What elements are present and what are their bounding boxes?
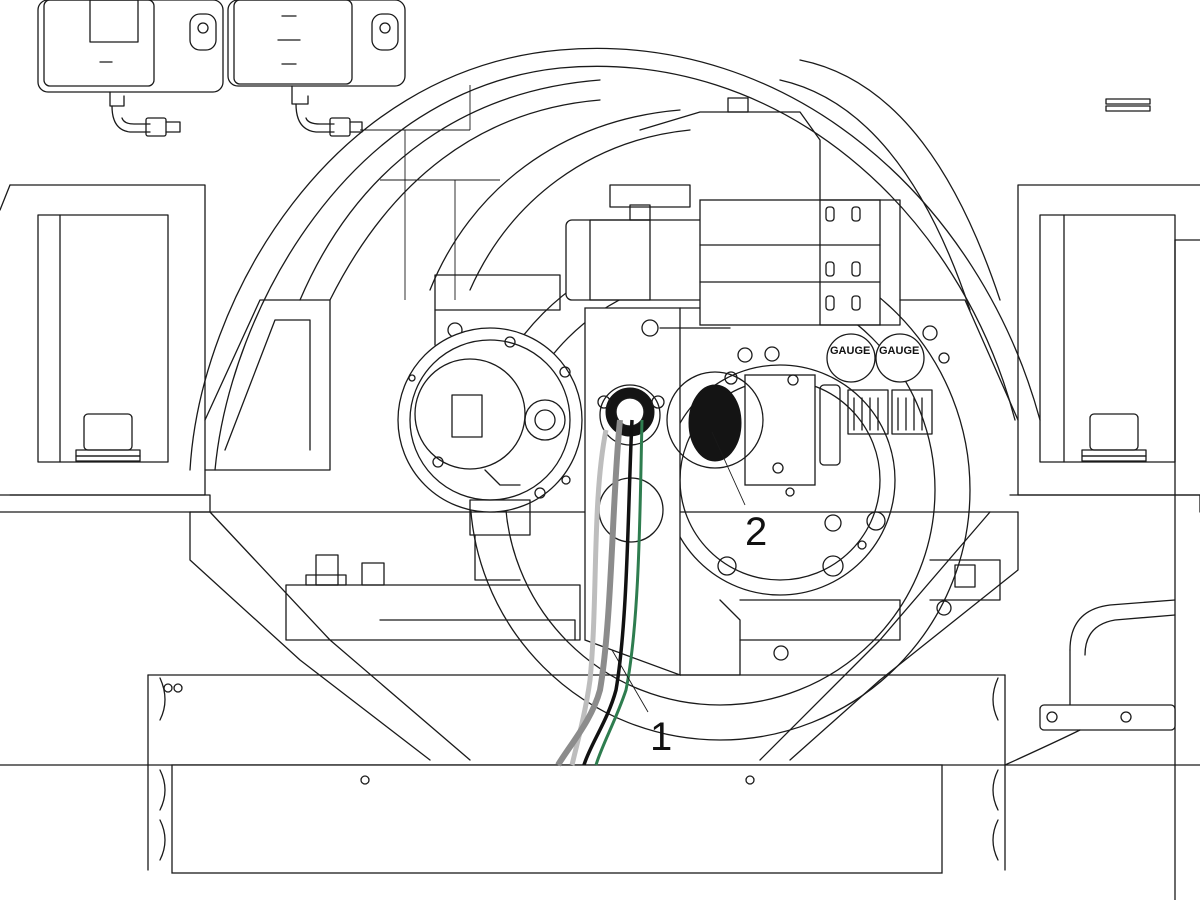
top-center-solenoid-block — [227, 0, 406, 137]
base-platform — [285, 554, 1001, 641]
pressure-gauges: GAUGE GAUGE — [819, 325, 950, 466]
right-tower — [1009, 184, 1200, 513]
left-tower — [0, 184, 211, 513]
valve-manifold — [565, 184, 901, 326]
gauge-left-label: GAUGE — [830, 345, 870, 357]
left-motor — [397, 274, 583, 581]
callout-2-label: 2 — [745, 510, 767, 554]
callout-2: 2 — [711, 431, 767, 554]
right-side-frame — [1004, 239, 1200, 900]
top-right-bracket — [1105, 98, 1151, 112]
top-left-solenoid-block — [37, 0, 224, 137]
bottom-tray — [0, 674, 1200, 874]
cable-bundle — [555, 419, 644, 767]
callout-1: 1 — [611, 649, 672, 759]
sight-window — [666, 346, 816, 497]
cable-green — [594, 419, 644, 766]
background-housing — [360, 85, 821, 300]
gauge-right-label: GAUGE — [879, 345, 919, 357]
cable-dark-gray — [555, 419, 623, 767]
callout-1-label: 1 — [650, 715, 672, 759]
cable-black — [582, 419, 634, 766]
